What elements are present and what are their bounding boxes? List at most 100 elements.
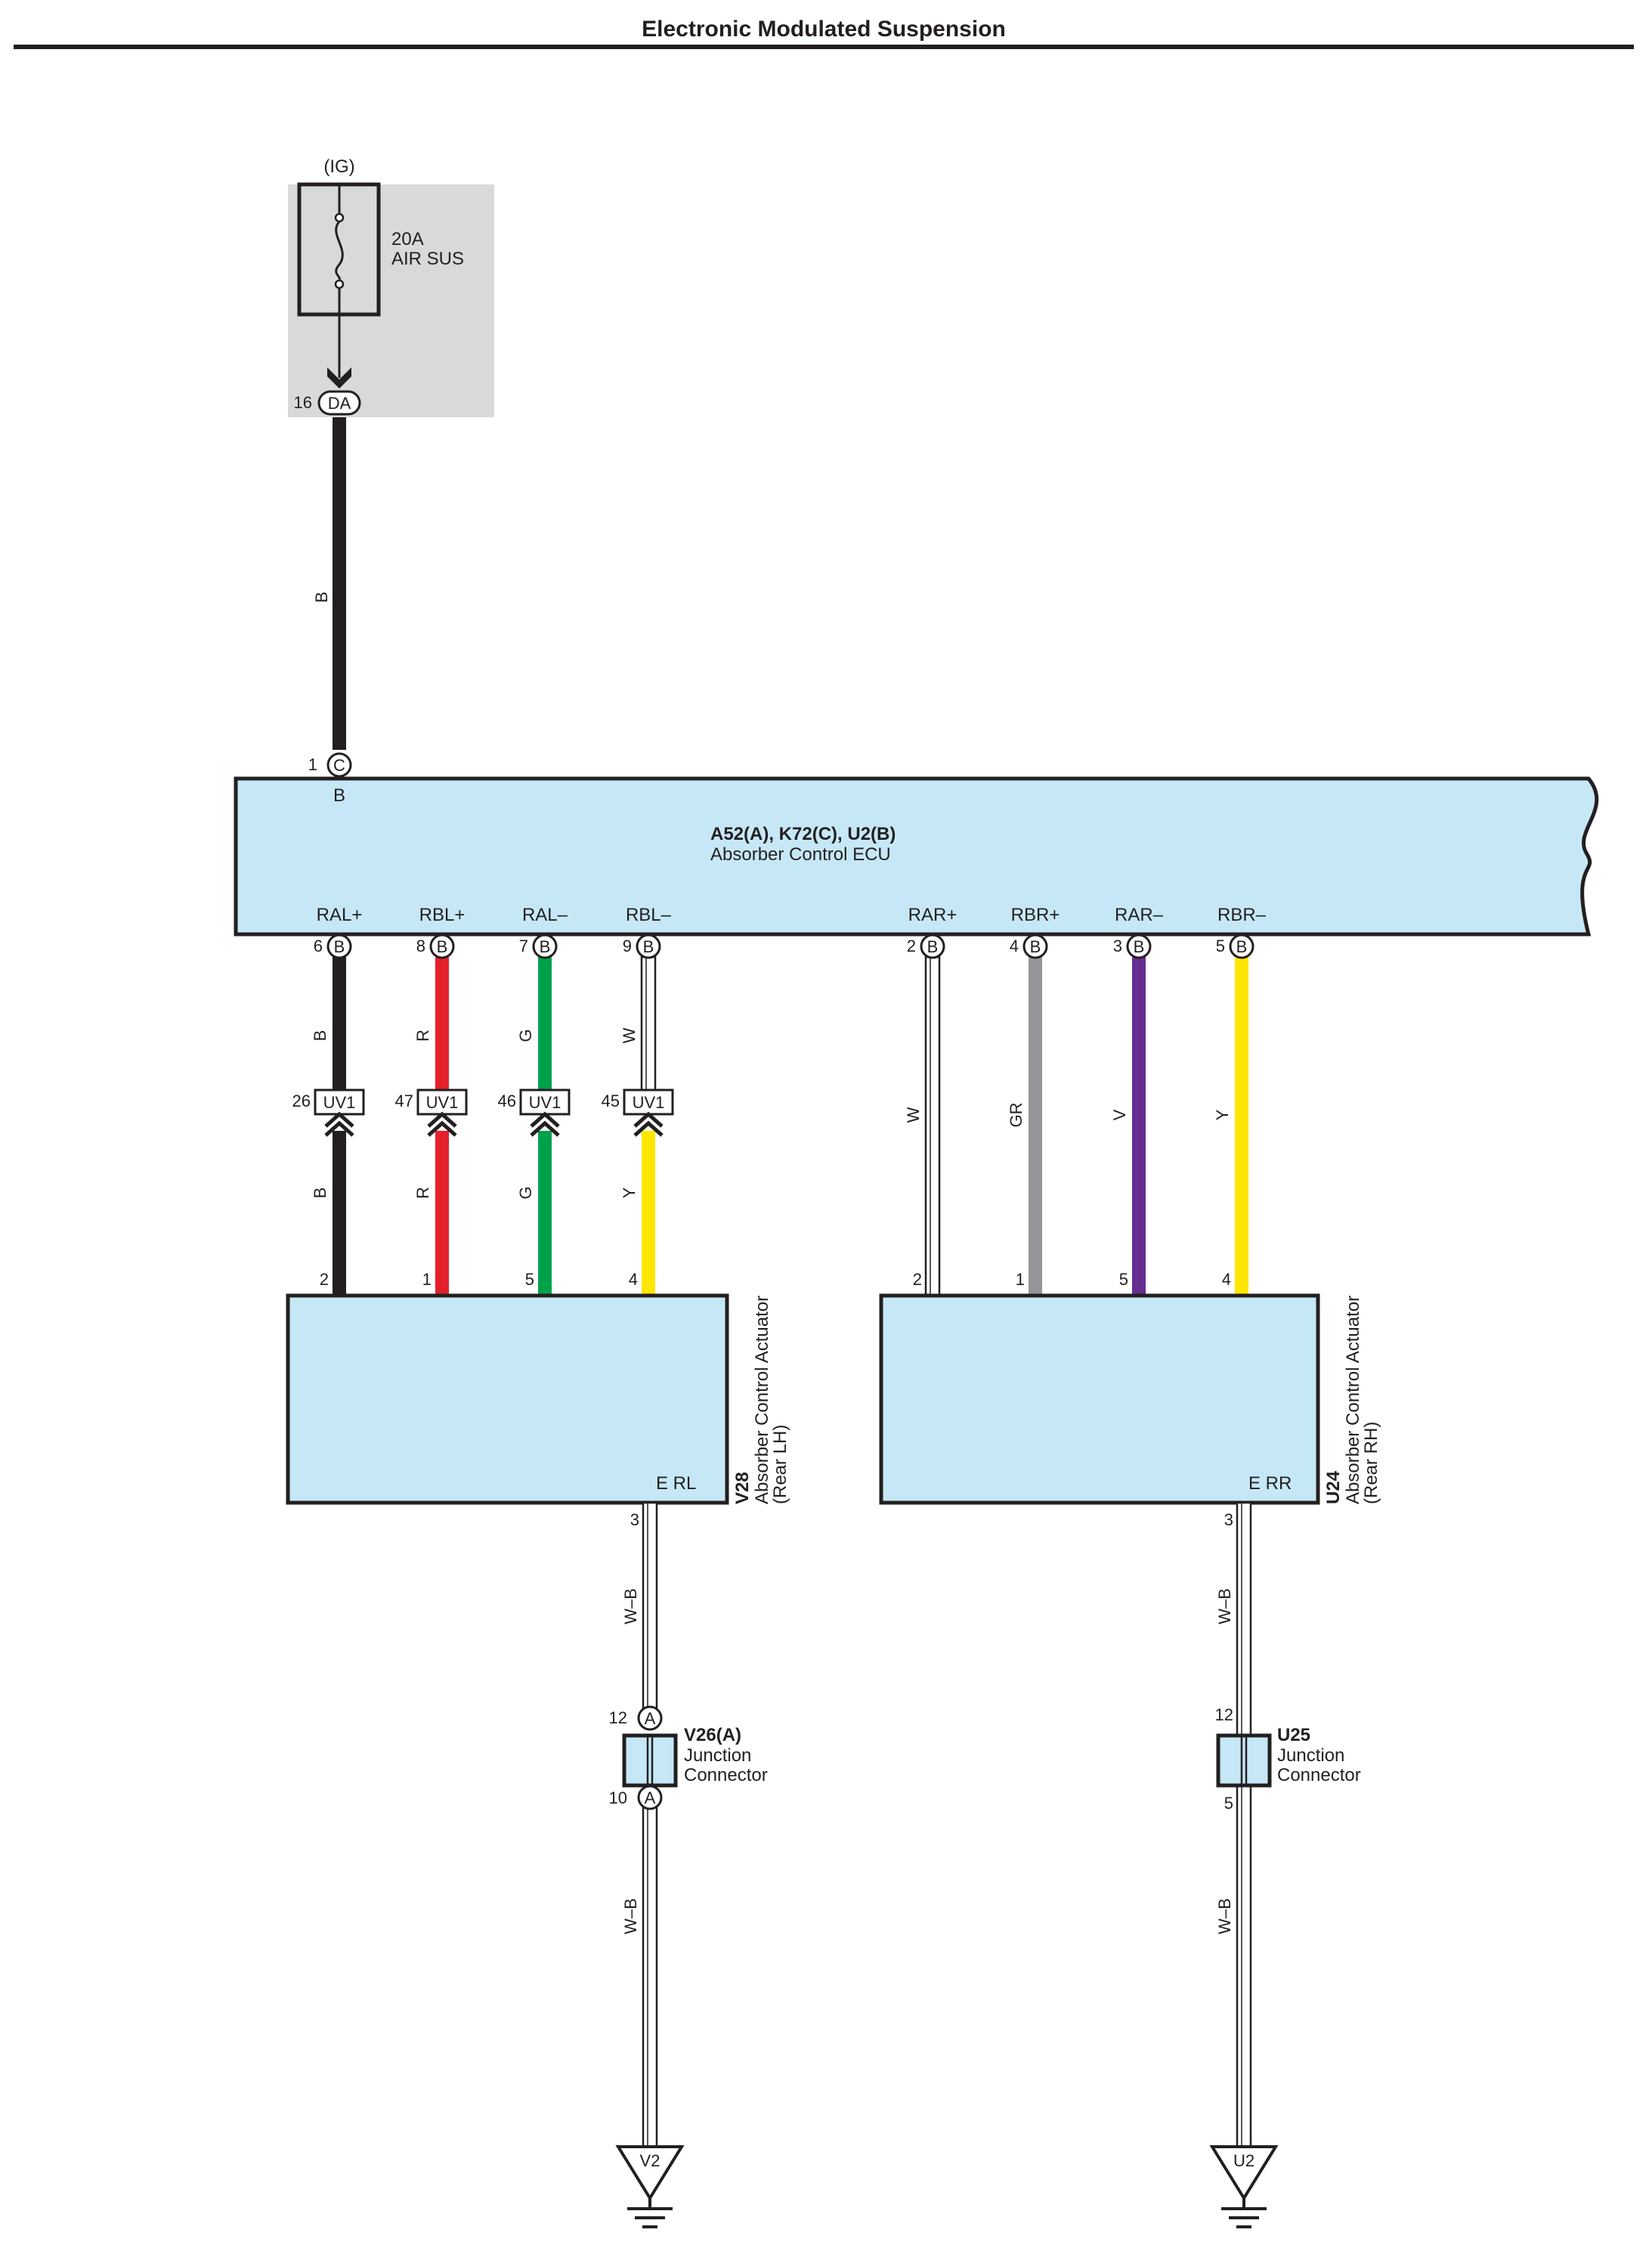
junction-rh-name2: Connector	[1277, 1765, 1361, 1785]
ecu-left-wire-lower-label-1: R	[413, 1187, 432, 1199]
ground-wire-rh-upper-label: W–B	[1215, 1588, 1234, 1624]
ecu-left-wire-lower-1	[435, 1131, 449, 1296]
actuator-rh-pin-1: 1	[1016, 1270, 1025, 1289]
ecu-right-label-3: RBR–	[1217, 905, 1267, 925]
junction-lh-connector-icon	[622, 1733, 678, 1788]
ecu-left-wire-lower-3	[642, 1131, 655, 1296]
ecu-left-wire-lower-label-2: G	[516, 1186, 535, 1199]
actuator-lh-name: Absorber Control Actuator	[752, 1296, 772, 1504]
fuse-name: AIR SUS	[391, 249, 464, 269]
actuator-rh-ground-pin: 3	[1224, 1510, 1233, 1529]
ecu-right-pin-1-connector: B	[1030, 937, 1041, 956]
ground-wire-lh-lower-label: W–B	[621, 1898, 640, 1934]
ecu-left-wire-upper-3-body	[640, 955, 657, 1092]
ecu-part-id: A52(A), K72(C), U2(B)	[710, 824, 896, 844]
fuse-block-background	[288, 184, 494, 417]
actuator-lh-side: (Rear LH)	[770, 1425, 790, 1504]
ecu-right-pin-0-badge	[920, 934, 945, 959]
ecu-left-wire-upper-2-body	[538, 957, 552, 1090]
ecu-name: Absorber Control ECU	[710, 844, 891, 865]
ecu-right-label-1: RBR+	[1011, 905, 1060, 925]
ecu-right-wire-3	[1235, 957, 1248, 1296]
inline-connector-0-label: UV1	[323, 1093, 356, 1112]
page-title: Electronic Modulated Suspension	[642, 17, 1006, 42]
ecu-left-wire-lower-3-body	[642, 1131, 655, 1296]
actuator-lh-pin-3: 4	[629, 1270, 638, 1289]
ecu-left-wire-lower-label-3: Y	[620, 1187, 639, 1198]
fuse-connector-label: DA	[328, 394, 351, 413]
ecu-left-wire-upper-label-2: G	[516, 1029, 535, 1042]
inline-connector-3-label: UV1	[633, 1093, 665, 1112]
ecu-right-pin-0-number: 2	[907, 937, 916, 955]
inline-connector-2-box	[519, 1088, 571, 1116]
ecu-left-pin-0-badge	[326, 934, 352, 959]
actuator-lh-pin-2: 5	[525, 1270, 534, 1289]
ecu-right-wire-1	[1029, 957, 1042, 1296]
actuator-lh-ground-label: E RL	[656, 1473, 696, 1494]
inline-connector-3-chevron-icon	[633, 1111, 664, 1137]
junction-lh-id: V26(A)	[684, 1725, 741, 1745]
actuator-rh-ground-label: E RR	[1248, 1473, 1292, 1494]
ecu-left-wire-upper-1-body	[435, 957, 449, 1090]
inline-connector-2-number: 46	[498, 1092, 516, 1110]
actuator-rh-name: Absorber Control Actuator	[1343, 1296, 1363, 1504]
junction-rh-pin-top: 12	[1215, 1705, 1233, 1724]
inline-connector-2-label: UV1	[529, 1093, 561, 1112]
ecu-right-wire-0	[924, 955, 941, 1297]
junction-lh-top-badge	[637, 1705, 663, 1731]
ecu-right-pin-2-number: 3	[1113, 937, 1122, 955]
power-wire	[333, 417, 346, 750]
ecu-right-pin-3-badge	[1229, 934, 1254, 959]
ecu-right-pin-3-number: 5	[1216, 937, 1225, 955]
ecu-left-wire-upper-3	[640, 955, 657, 1092]
ecu-left-label-3: RBL–	[626, 905, 672, 925]
ecu-top-pin-number: 1	[308, 755, 317, 774]
ecu-left-pin-3-badge	[636, 934, 661, 959]
actuator-rh-pin-3: 4	[1222, 1270, 1231, 1289]
inline-connector-2-chevron-icon	[530, 1111, 560, 1137]
inline-connector-1-label: UV1	[426, 1093, 459, 1112]
actuator-rh-pin-2: 5	[1119, 1270, 1128, 1289]
ground-rh-icon	[1209, 2145, 1279, 2228]
ground-lh-label: V2	[640, 2151, 660, 2170]
ground-wire-rh	[1236, 1501, 1252, 2148]
ecu-right-wire-label-1: GR	[1007, 1103, 1026, 1128]
ecu-right-wire-3-body	[1235, 957, 1248, 1296]
ecu-right-label-0: RAR+	[908, 905, 957, 925]
ecu-left-wire-upper-2	[538, 957, 552, 1090]
ecu-right-pin-3-connector: B	[1236, 937, 1248, 956]
actuator-lh-ground-pin: 3	[630, 1510, 639, 1529]
actuator-lh-box	[286, 1293, 729, 1505]
junction-rh-name1: Junction	[1277, 1745, 1344, 1766]
fuse-connector-badge	[317, 390, 361, 416]
ecu-left-pin-2-badge	[532, 934, 558, 959]
ecu-left-wire-upper-1	[435, 957, 449, 1090]
actuator-rh-pin-0: 2	[913, 1270, 922, 1289]
ecu-left-wire-lower-2	[538, 1131, 552, 1296]
ecu-right-pin-1-badge	[1022, 934, 1048, 959]
ecu-right-wire-0-body	[924, 955, 941, 1297]
ecu-left-wire-upper-label-0: B	[311, 1030, 329, 1042]
junction-lh-name2: Connector	[684, 1765, 768, 1785]
ecu-top-pin-connector: C	[333, 756, 345, 775]
junction-rh-pin-bottom: 5	[1224, 1794, 1233, 1813]
ecu-left-wire-upper-label-1: R	[413, 1030, 432, 1042]
inline-connector-0-number: 26	[292, 1092, 311, 1110]
junction-lh-pin-bottom: 10	[609, 1788, 627, 1807]
power-wire-label: B	[312, 592, 331, 603]
ecu-left-wire-lower-label-0: B	[311, 1188, 329, 1199]
junction-lh-pin-top: 12	[609, 1708, 627, 1727]
ecu-right-pin-2-badge	[1126, 934, 1152, 959]
actuator-lh-pin-1: 1	[422, 1270, 432, 1289]
ecu-left-pin-2-connector: B	[540, 937, 551, 956]
ecu-left-wire-lower-0-body	[333, 1131, 346, 1296]
inline-connector-3-number: 45	[602, 1092, 620, 1110]
ecu-left-pin-1-number: 8	[416, 937, 425, 955]
ecu-left-pin-0-number: 6	[314, 937, 323, 955]
ecu-right-wire-2-body	[1132, 957, 1146, 1296]
ecu-left-label-1: RBL+	[419, 905, 466, 925]
ecu-top-terminal: B	[333, 785, 345, 806]
ground-wire-lh-upper-label: W–B	[621, 1588, 640, 1624]
actuator-rh-side: (Rear RH)	[1361, 1422, 1381, 1504]
ecu-left-pin-3-number: 9	[623, 937, 632, 955]
